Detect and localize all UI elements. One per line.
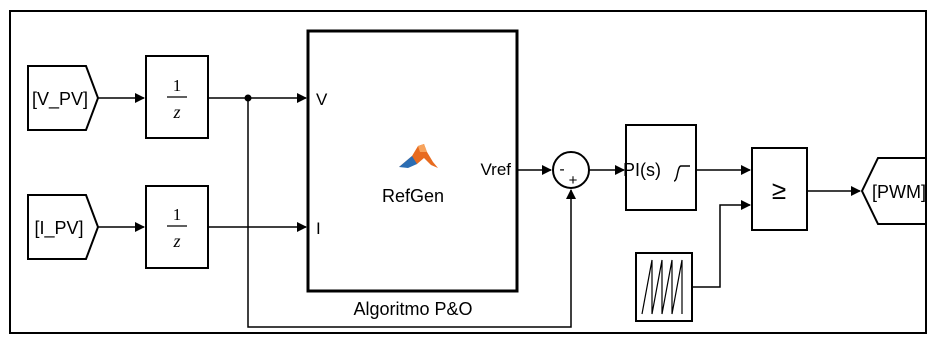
delay1-denominator: z [172, 102, 180, 122]
delay1-numerator: 1 [173, 76, 182, 95]
delay2-denominator: z [172, 231, 180, 251]
sum-block[interactable]: - + [552, 151, 590, 189]
unit-delay-block-1[interactable]: 1 z [145, 55, 209, 139]
signal-lines [98, 93, 861, 328]
from-vpv-label: [V_PV] [32, 89, 88, 110]
sawtooth-generator-block[interactable] [635, 252, 693, 322]
port-v-label: V [316, 90, 328, 109]
port-vref-label: Vref [480, 160, 511, 179]
sawtooth-wave-icon [641, 259, 683, 315]
branch-point [244, 94, 252, 102]
refgen-label: RefGen [382, 186, 444, 206]
delay2-numerator: 1 [173, 205, 182, 224]
port-i-label: I [316, 219, 321, 238]
unit-delay-block-2[interactable]: 1 z [145, 185, 209, 269]
matlab-membrane-icon [399, 144, 438, 168]
from-ipv-label: [I_PV] [34, 218, 83, 239]
pi-label: PI(s) [623, 160, 661, 180]
subsystem-block[interactable]: V I Vref RefGen [306, 29, 519, 293]
sum-plus-sign: + [569, 172, 578, 189]
compare-block[interactable]: ≥ [751, 147, 808, 231]
from-block-ipv[interactable]: [I_PV] [27, 194, 100, 260]
subsystem-caption: Algoritmo P&O [353, 299, 472, 319]
pi-controller-block[interactable]: PI(s) [623, 124, 697, 211]
sum-minus-sign: - [559, 161, 564, 178]
signal-sawtooth-to-compare [692, 200, 751, 288]
from-block-vpv[interactable]: [V_PV] [27, 65, 100, 131]
saturation-curve-icon [673, 165, 690, 182]
signal-feedback-to-sum [247, 98, 576, 328]
goto-pwm-label: [PWM] [872, 182, 926, 202]
compare-operator: ≥ [772, 175, 786, 205]
goto-block-pwm[interactable]: [PWM] [860, 157, 927, 225]
